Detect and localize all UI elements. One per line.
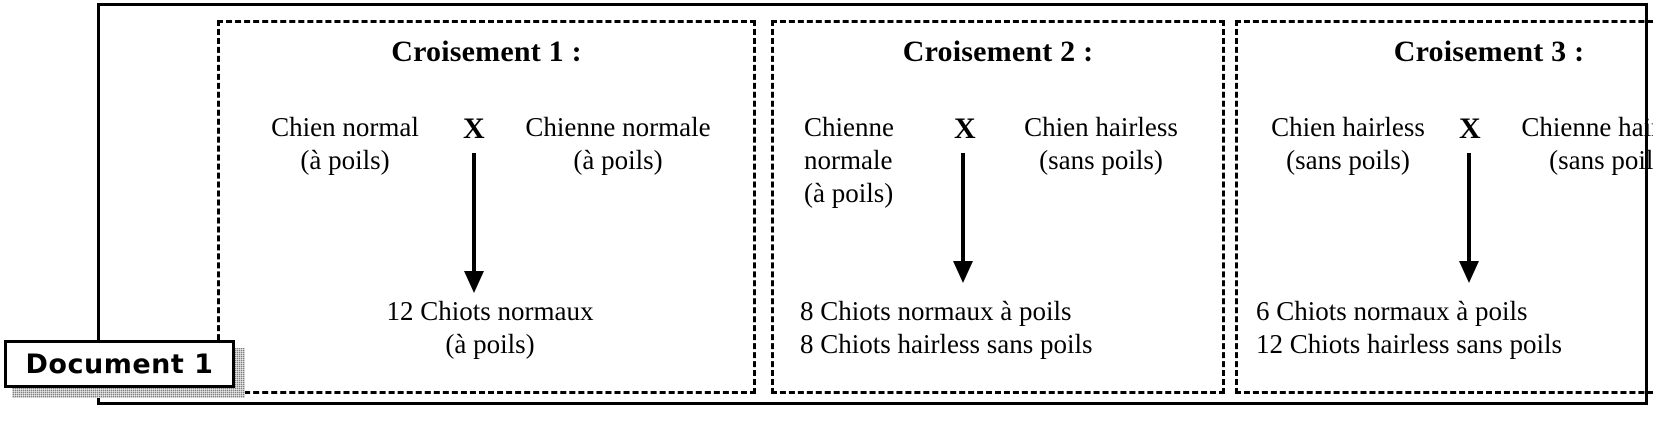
panel-3-parent-right: Chienne hairless (sans poils): [1486, 111, 1653, 177]
offspring-line: (à poils): [445, 328, 535, 359]
parent-line: Chien hairless: [1271, 112, 1425, 142]
offspring-line: 12 Chiots normaux: [386, 296, 594, 326]
panel-2-parent-left: Chienne normale (à poils): [804, 111, 944, 210]
panel-3-title: Croisement 3 :: [1393, 35, 1585, 68]
panel-2-offspring: 8 Chiots normaux à poils 8 Chiots hairle…: [800, 295, 1093, 361]
parent-line: (sans poils): [1039, 144, 1163, 175]
parent-line: (sans poils): [1549, 144, 1653, 175]
offspring-line: 8 Chiots normaux à poils: [800, 296, 1072, 326]
panel-1-offspring: 12 Chiots normaux (à poils): [280, 295, 700, 361]
parent-line: (à poils): [300, 144, 390, 175]
panel-2-cross-symbol: X: [954, 112, 976, 145]
panel-1-title: Croisement 1 :: [391, 35, 582, 68]
offspring-line: 12 Chiots hairless sans poils: [1256, 328, 1563, 359]
panel-1-cross-symbol: X: [463, 112, 485, 145]
panel-3-parents: Chien hairless (sans poils) X Chienne ha…: [1238, 111, 1653, 241]
panel-3-parent-left: Chien hairless (sans poils): [1248, 111, 1448, 177]
parent-line: (à poils): [573, 144, 663, 175]
panel-3-offspring: 6 Chiots normaux à poils 12 Chiots hairl…: [1256, 295, 1562, 361]
parent-line: Chien hairless: [1024, 112, 1178, 142]
offspring-line: 8 Chiots hairless sans poils: [800, 328, 1093, 359]
document-label-box: Document 1: [4, 340, 235, 388]
panel-1-parent-left: Chien normal (à poils): [240, 111, 450, 177]
panel-1-parents: Chien normal (à poils) X Chienne normale…: [220, 111, 753, 241]
panel-croisement-1: Croisement 1 : Chien normal (à poils) X …: [217, 20, 756, 394]
panel-2-title: Croisement 2 :: [902, 35, 1094, 68]
offspring-line: 6 Chiots normaux à poils: [1256, 296, 1528, 326]
panel-1-parent-right: Chienne normale (à poils): [498, 111, 738, 177]
document-outer-frame: Croisement 1 : Chien normal (à poils) X …: [97, 3, 1653, 405]
parent-line: Chienne hairless: [1521, 112, 1653, 142]
parent-line: (à poils): [804, 177, 894, 208]
panel-croisement-3: Croisement 3 : Chien hairless (sans poil…: [1235, 20, 1653, 394]
panel-croisement-2: Croisement 2 : Chienne normale (à poils)…: [771, 20, 1225, 394]
parent-line: (sans poils): [1286, 144, 1410, 175]
parent-line: Chien normal: [271, 112, 419, 142]
panel-3-cross-symbol: X: [1459, 112, 1481, 145]
panel-2-parents: Chienne normale (à poils) X Chien hairle…: [774, 111, 1222, 241]
parent-line: Chienne: [804, 112, 894, 142]
parent-line: Chienne normale: [525, 112, 711, 142]
parent-line: normale: [804, 144, 893, 175]
document-label-callout: Document 1: [4, 340, 250, 398]
document-label-text: Document 1: [25, 348, 214, 380]
panel-2-parent-right: Chien hairless (sans poils): [986, 111, 1216, 177]
